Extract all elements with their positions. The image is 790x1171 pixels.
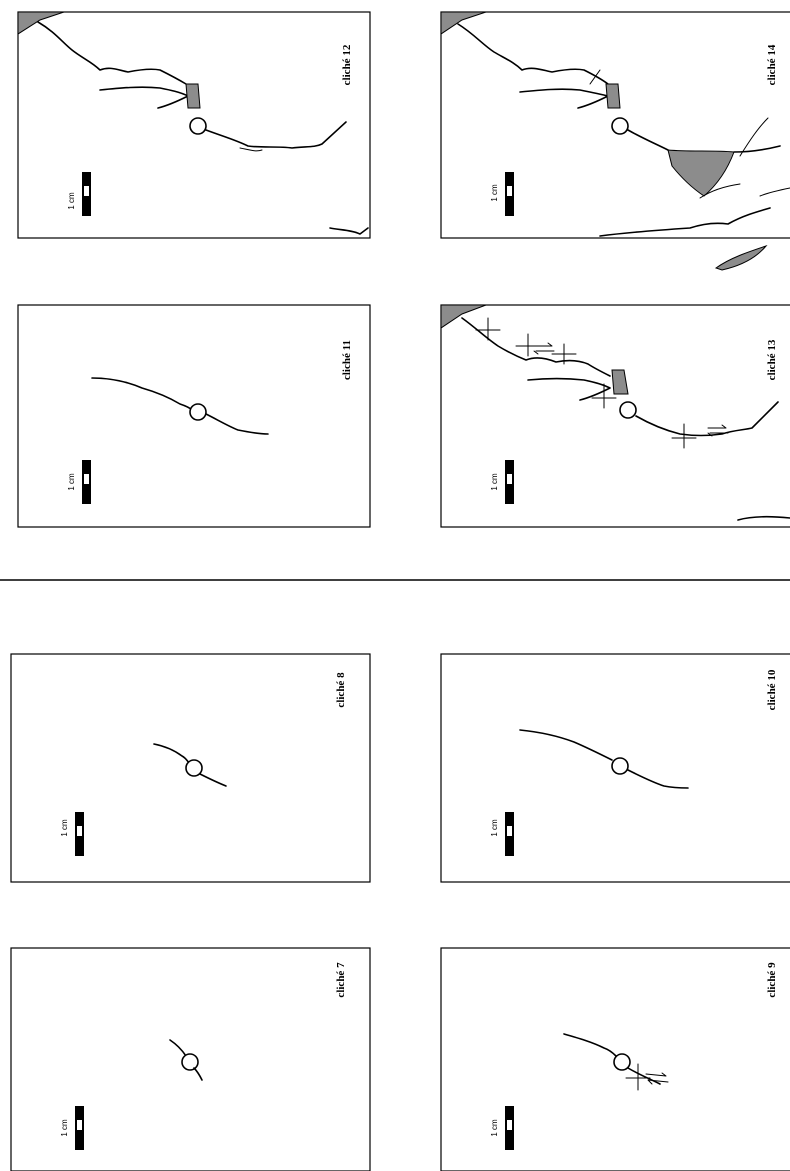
- panel-cliche-11: 1 cm cliché 11: [18, 305, 370, 527]
- panel-label: cliché 7: [335, 962, 347, 998]
- scale-label: 1 cm: [60, 819, 69, 837]
- panel-cliche-13: 1 cm cliché 13: [441, 305, 790, 527]
- panel-label: cliché 10: [766, 669, 778, 710]
- scale-bar-gap: [507, 1120, 512, 1130]
- scale-label: 1 cm: [60, 1119, 69, 1137]
- scale-label: 1 cm: [490, 1119, 499, 1137]
- scale-bar-gap: [507, 474, 512, 484]
- shaded-spall: [186, 84, 200, 108]
- drill-hole: [190, 118, 206, 134]
- panel-label: cliché 9: [766, 962, 778, 998]
- scale-label: 1 cm: [67, 192, 76, 210]
- panel-frame: [441, 305, 790, 527]
- drill-hole: [620, 402, 636, 418]
- scale-bar-gap: [507, 186, 512, 196]
- panel-cliche-8: 1 cm cliché 8: [11, 654, 370, 882]
- drill-hole: [190, 404, 206, 420]
- scale-bar-gap: [84, 186, 89, 196]
- panel-label: cliché 11: [341, 340, 353, 380]
- shaded-spall: [606, 84, 620, 108]
- panel-cliche-7: 1 cm cliché 7: [11, 948, 370, 1171]
- panel-label: cliché 14: [766, 44, 778, 85]
- panel-cliche-12: 1 cm cliché 12: [18, 12, 370, 238]
- scale-label: 1 cm: [490, 184, 499, 202]
- scale-label: 1 cm: [490, 473, 499, 491]
- drill-hole: [612, 758, 628, 774]
- shaded-spall: [716, 246, 766, 270]
- scale-bar-gap: [77, 1120, 82, 1130]
- panel-cliche-10: 1 cm cliché 10: [441, 654, 790, 882]
- drill-hole: [182, 1054, 198, 1070]
- panel-label: cliché 12: [341, 44, 353, 85]
- scale-label: 1 cm: [490, 819, 499, 837]
- scale-bar-gap: [77, 826, 82, 836]
- panel-cliche-9: 1 cm cliché 9: [441, 948, 790, 1171]
- scale-bar-gap: [84, 474, 89, 484]
- drill-hole: [612, 118, 628, 134]
- panel-label: cliché 8: [335, 672, 347, 708]
- panel-label: cliché 13: [766, 339, 778, 380]
- scale-bar-gap: [507, 826, 512, 836]
- scale-label: 1 cm: [67, 473, 76, 491]
- panel-cliche-14: 1 cm cliché 14: [441, 12, 790, 270]
